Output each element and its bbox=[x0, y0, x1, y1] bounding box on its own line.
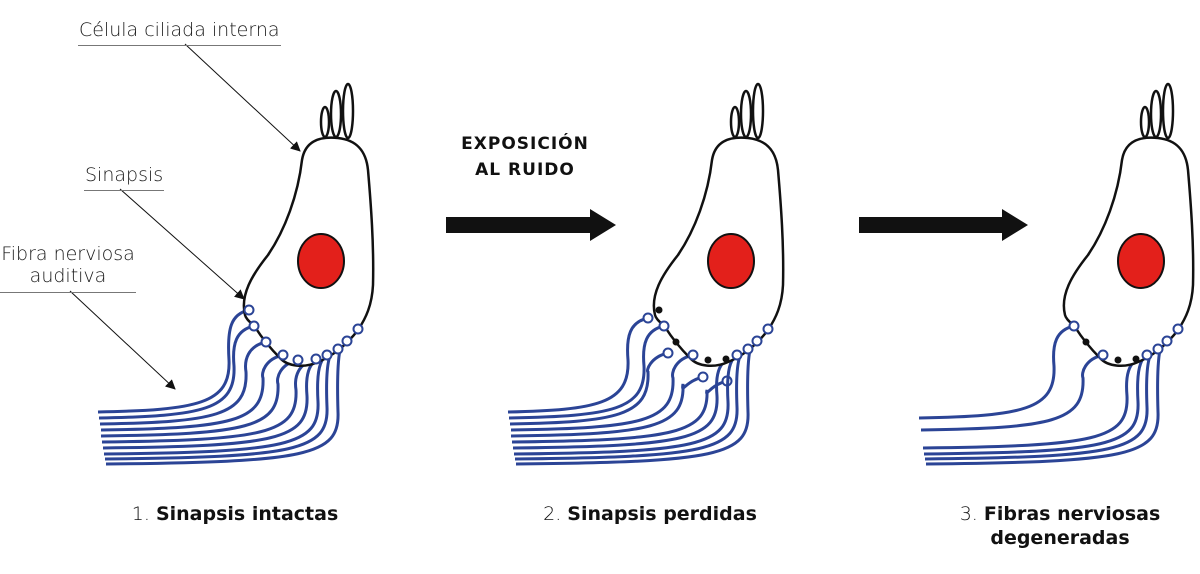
synapse bbox=[762, 323, 774, 335]
leader-synapse bbox=[119, 188, 245, 300]
nerve-fiber bbox=[508, 324, 665, 420]
synapse bbox=[731, 349, 743, 361]
leader-fiber bbox=[69, 290, 176, 390]
hair-cell-unit-lost-synapses bbox=[507, 82, 785, 466]
synapse-remnant-dot bbox=[1114, 356, 1122, 364]
synapse-lost-dot bbox=[722, 355, 730, 363]
step-2-caption: 2. Sinapsis perdidas bbox=[520, 503, 780, 527]
noise-exposure-arrow bbox=[446, 209, 616, 241]
stereocilia bbox=[751, 82, 765, 140]
nerve-fiber bbox=[918, 324, 1075, 420]
nerve-fiber-retracted bbox=[511, 379, 728, 444]
nerve-fiber bbox=[920, 353, 1104, 432]
nerve-fiber bbox=[101, 357, 317, 444]
step-1-title: Sinapsis intactas bbox=[155, 503, 339, 525]
fiber-bundle bbox=[918, 324, 1179, 466]
nucleus bbox=[707, 233, 755, 289]
synapse bbox=[243, 304, 255, 316]
synapse bbox=[1161, 335, 1173, 347]
leader-hair-cell bbox=[184, 43, 301, 152]
stereocilia bbox=[341, 82, 355, 140]
synapse-label: Sinapsis bbox=[84, 164, 165, 191]
synapse bbox=[341, 335, 353, 347]
retracted-terminal bbox=[697, 371, 709, 383]
synapse bbox=[751, 335, 763, 347]
nerve-fiber bbox=[97, 308, 250, 414]
stereocilia bbox=[319, 105, 331, 139]
synapse bbox=[277, 349, 289, 361]
synapse-lost-dot bbox=[704, 356, 712, 364]
nerve-fiber bbox=[510, 353, 694, 432]
step-3-title-line1: Fibras nerviosas bbox=[983, 503, 1161, 525]
fiber-label-line1: Fibra nerviosa bbox=[1, 243, 135, 265]
stereocilia bbox=[329, 89, 343, 139]
nerve-fiber bbox=[922, 353, 1148, 450]
nerve-fiber-retracted bbox=[509, 351, 669, 426]
stereocilia bbox=[1161, 82, 1175, 140]
synapse-lost-dot bbox=[655, 306, 663, 314]
synapse bbox=[1068, 320, 1080, 332]
nerve-fiber-retracted bbox=[507, 316, 649, 414]
synapse-lost-dot bbox=[672, 338, 680, 346]
step-3-title-line2: degeneradas bbox=[990, 526, 1130, 549]
nucleus bbox=[1117, 233, 1165, 289]
step-1-caption: 1. Sinapsis intactas bbox=[110, 503, 360, 527]
synapse bbox=[321, 349, 333, 361]
nucleus bbox=[297, 233, 345, 289]
retracted-terminal bbox=[642, 312, 654, 324]
stereocilia bbox=[739, 89, 753, 139]
synapse bbox=[1172, 323, 1184, 335]
step-1-number: 1. bbox=[131, 503, 150, 525]
synapse bbox=[1152, 343, 1164, 355]
step-3-caption: 3. Fibras nerviosas degeneradas bbox=[940, 503, 1180, 551]
synapse bbox=[260, 336, 272, 348]
nerve-fiber bbox=[99, 340, 267, 426]
synapse bbox=[1097, 349, 1109, 361]
stereocilia bbox=[1149, 89, 1163, 139]
fiber-label-line2: auditiva bbox=[29, 264, 107, 287]
nerve-fiber bbox=[100, 358, 299, 438]
synapse bbox=[352, 323, 364, 335]
nerve-fiber bbox=[100, 353, 284, 432]
synapse bbox=[687, 349, 699, 361]
synapse bbox=[742, 343, 754, 355]
nerve-fiber-retracted bbox=[510, 375, 704, 438]
auditory-nerve-fiber-label: Fibra nerviosa auditiva bbox=[0, 243, 136, 293]
nerve-fiber bbox=[102, 353, 328, 450]
synapse bbox=[658, 320, 670, 332]
synapse bbox=[1141, 349, 1153, 361]
nerve-fiber bbox=[512, 353, 738, 450]
hair-cell-unit-intact bbox=[97, 82, 375, 466]
synapse bbox=[332, 343, 344, 355]
hair-cell-label: Célula ciliada interna bbox=[78, 19, 281, 46]
stereocilia bbox=[729, 105, 741, 139]
synapse-remnant-dot bbox=[1132, 355, 1140, 363]
synapse-remnant-dot bbox=[1082, 338, 1090, 346]
noise-exposure-line2: AL RUIDO bbox=[475, 159, 575, 180]
noise-exposure-label: EXPOSICIÓN AL RUIDO bbox=[440, 132, 610, 183]
step-2-title: Sinapsis perdidas bbox=[567, 503, 757, 525]
step-3-number: 3. bbox=[959, 503, 978, 525]
synapse bbox=[248, 320, 260, 332]
degeneration-arrow bbox=[859, 209, 1028, 241]
stereocilia bbox=[1139, 105, 1151, 139]
nerve-fiber bbox=[98, 324, 255, 420]
noise-exposure-line1: EXPOSICIÓN bbox=[461, 134, 589, 154]
synapse bbox=[292, 354, 304, 366]
retracted-terminal bbox=[662, 347, 674, 359]
leader-lines bbox=[69, 43, 301, 390]
hair-cell-unit-degenerated bbox=[918, 82, 1195, 466]
synapse bbox=[310, 353, 322, 365]
step-2-number: 2. bbox=[543, 503, 562, 525]
